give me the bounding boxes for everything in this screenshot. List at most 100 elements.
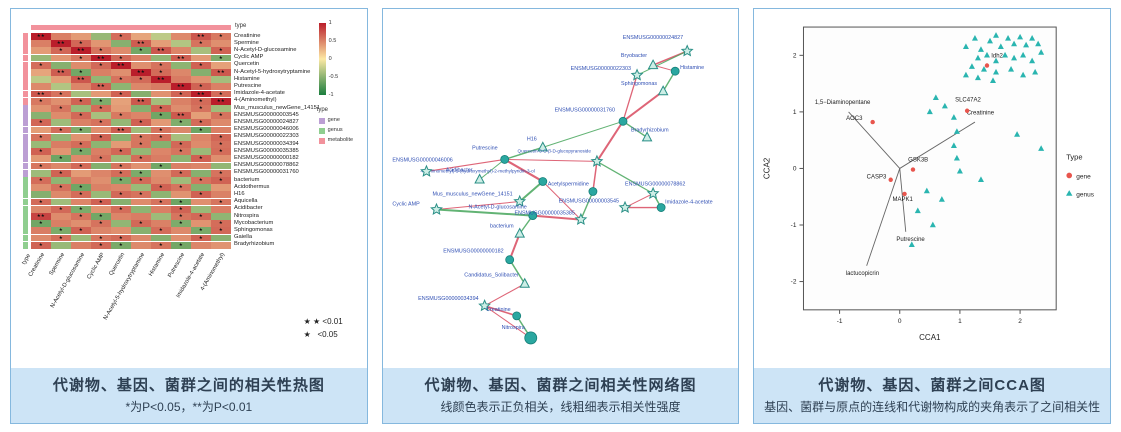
network-node-label: Sphingomonas (621, 81, 657, 87)
heatmap-row-label: ENSMUSG00000031760 (234, 169, 299, 176)
network-node-label: Histamine (680, 65, 704, 71)
heatmap-row-annotation (23, 213, 28, 220)
caption-cca: 代谢物、基因、菌群之间CCA图 基因、菌群与原点的连线和代谢物构成的夹角表示了之… (754, 368, 1111, 423)
heatmap-cell: ★ (171, 148, 191, 155)
network-node-label: H16 (527, 136, 537, 142)
network-edge (621, 120, 648, 139)
heatmap-cell (151, 205, 171, 213)
heatmap-cell (111, 213, 131, 220)
heatmap-cell: ★ (111, 148, 131, 155)
heatmap-cell (211, 234, 231, 242)
heatmap-row-label: ENSMUSG00000046006 (234, 126, 299, 133)
heatmap-row-label: Putrescine (234, 83, 262, 89)
heatmap-cell (171, 61, 191, 69)
heatmap-cell: ★ (31, 220, 51, 227)
heatmap-cell: ★★ (131, 97, 151, 105)
heatmap-cell (171, 227, 191, 235)
heatmap-cell: ★ (151, 105, 171, 112)
network-node-label: Imidazole-4-acetate (665, 200, 712, 206)
heatmap-cell (31, 191, 51, 199)
cca-genus-point (975, 54, 982, 61)
heatmap-row-label: Quercetin (234, 61, 260, 68)
heatmap-cell: ★★ (151, 76, 171, 83)
heatmap-cell (151, 119, 171, 127)
heatmap-cell: ★ (91, 213, 111, 220)
cca-gene-label: GSK3B (909, 158, 929, 164)
network-node-star (512, 194, 526, 207)
heatmap-cell: ★ (171, 184, 191, 191)
network-edge (541, 180, 582, 221)
heatmap-cell: ★ (131, 47, 151, 55)
network-node-star (590, 154, 604, 167)
heatmap-cell: ★ (171, 198, 191, 206)
heatmap-cell (91, 148, 111, 155)
heatmap-row-annotation (23, 191, 28, 199)
cca-genus-point (951, 114, 958, 120)
heatmap-chart: ★ ★ <0.01 ★ <0.05 type★★★★★★Creatinine★★… (11, 9, 367, 368)
heatmap-cell (151, 220, 171, 227)
cca-genus-point (969, 63, 976, 69)
heatmap-cell: ★★ (111, 61, 131, 69)
colorbar (318, 23, 326, 95)
heatmap-cell: ★ (131, 220, 151, 227)
heatmap-cell: ★ (71, 148, 91, 155)
heatmap-cell: ★ (211, 90, 231, 98)
heatmap-cell: ★ (111, 205, 131, 213)
heatmap-cell (171, 69, 191, 76)
network-edge (591, 160, 598, 193)
heatmap-row-annotation (23, 155, 28, 163)
legend-genus-label: genus (1077, 192, 1095, 199)
heatmap-cell: ★ (71, 54, 91, 62)
heatmap-col-annotation (131, 25, 151, 30)
heatmap-cell (191, 148, 211, 155)
heatmap-cell (91, 69, 111, 76)
heatmap-col-annotation (51, 25, 71, 30)
heatmap-cell: ★ (111, 162, 131, 170)
heatmap-cell (31, 234, 51, 242)
network-node-circle (588, 187, 598, 196)
heatmap-row-annotation (23, 184, 28, 191)
heatmap-cell (191, 241, 211, 249)
network-node-label: ENSMUSG00000046006 (392, 157, 452, 163)
heatmap-cell (71, 220, 91, 227)
heatmap-cell (71, 177, 91, 184)
x-tick-label: 1 (958, 318, 962, 325)
network-node-star (477, 299, 491, 312)
heatmap-row-label: Spermine (234, 39, 259, 46)
heatmap-row-annotation (23, 83, 28, 91)
cca-gene-label: SLC47A2 (955, 98, 981, 104)
network-node-triangle (657, 85, 669, 96)
cca-genus-point (993, 32, 1000, 38)
heatmap-cell: ★★ (31, 213, 51, 220)
heatmap-cell (171, 105, 191, 112)
heatmap-cell: ★ (51, 169, 71, 177)
heatmap-cell: ★ (71, 191, 91, 199)
heatmap-cell: ★★ (51, 69, 71, 76)
caption-subtitle: 线颜色表示正负相关，线粗细表示相关性强度 (440, 400, 681, 414)
heatmap-cell (31, 83, 51, 91)
heatmap-cell: ★ (91, 97, 111, 105)
heatmap-cell (171, 47, 191, 55)
legend-genus-icon (1066, 190, 1073, 196)
network-node-label: Candidatus_Solibacter (464, 273, 519, 279)
heatmap-col-annotation (211, 25, 231, 30)
heatmap-cell (191, 141, 211, 148)
heatmap-cell: ★ (191, 213, 211, 220)
heatmap-cell (171, 33, 191, 40)
heatmap-cell: ★ (111, 33, 131, 40)
heatmap-cell: ★ (111, 234, 131, 242)
network-node-circle (504, 255, 514, 265)
heatmap-cell: ★ (191, 97, 211, 105)
heatmap-cell (111, 198, 131, 206)
cca-genus-point (1032, 68, 1039, 75)
heatmap-cell: ★ (91, 133, 111, 141)
type-legend-label: gene (327, 117, 340, 123)
cca-gene-point (911, 167, 916, 172)
x-tick-label: 2 (1019, 318, 1023, 325)
heatmap-row-annotation (23, 76, 28, 83)
heatmap-cell (151, 54, 171, 62)
network-node-circle (618, 116, 628, 126)
network-edge (531, 214, 582, 221)
